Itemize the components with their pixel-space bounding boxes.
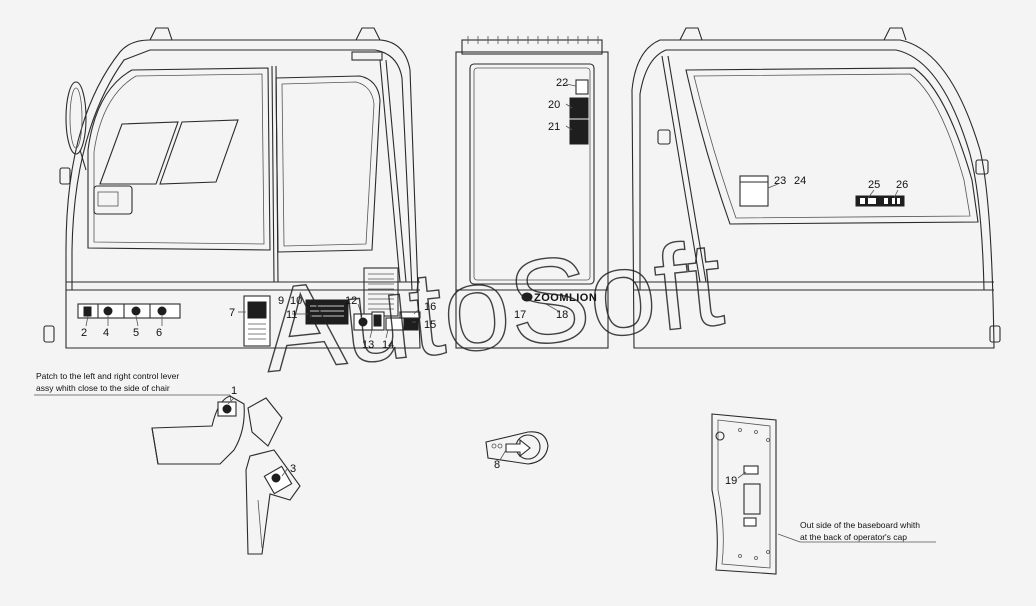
baseboard-note-line1: Out side of the baseboard whith	[800, 520, 920, 530]
label-22: 22	[556, 77, 568, 89]
label-1: 1	[231, 385, 237, 397]
label-18: 18	[556, 309, 568, 321]
brand-logo-text: ZOOMLION	[534, 292, 597, 304]
label-3: 3	[290, 463, 296, 475]
label-5: 5	[133, 327, 139, 339]
decal-strip-2-6	[77, 303, 181, 319]
rear-cab-view	[455, 36, 609, 349]
label-21: 21	[548, 121, 560, 133]
label-17: 17	[514, 309, 526, 321]
watermark-text: AutoSoft	[257, 216, 729, 397]
label-15: 15	[424, 319, 436, 331]
label-8: 8	[494, 459, 500, 471]
label-11: 11	[286, 309, 297, 321]
decal-25-26	[855, 195, 905, 207]
lever-note-line2: assy whith close to the side of chair	[36, 383, 170, 393]
lever-note-line1: Patch to the left and right control leve…	[36, 371, 179, 381]
label-25: 25	[868, 179, 880, 191]
decal-23-24	[739, 175, 769, 207]
label-14: 14	[382, 339, 394, 351]
label-23: 23	[774, 175, 786, 187]
label-9: 9	[278, 295, 284, 307]
label-10: 10	[290, 295, 302, 307]
right-cab-view	[631, 27, 1001, 349]
label-4: 4	[103, 327, 109, 339]
label-7: 7	[229, 307, 235, 319]
label-24: 24	[794, 175, 806, 187]
control-lever-detail	[34, 394, 301, 555]
baseboard-note-line2: at the back of operator's cap	[800, 532, 907, 542]
label-12: 12	[345, 295, 357, 307]
label-2: 2	[81, 327, 87, 339]
baseboard-panel-detail	[711, 413, 936, 575]
label-20: 20	[548, 99, 560, 111]
key-plate-detail	[485, 431, 549, 465]
decal-9-11	[305, 299, 349, 325]
label-13: 13	[362, 339, 374, 351]
left-cab-view	[43, 27, 421, 349]
part-number-labels: 1 2 3 4 5 6 7 8 9 10 11 12 13 14 15 16 1…	[81, 77, 908, 487]
label-19: 19	[725, 475, 737, 487]
label-16: 16	[424, 301, 436, 313]
label-6: 6	[156, 327, 162, 339]
label-26: 26	[896, 179, 908, 191]
